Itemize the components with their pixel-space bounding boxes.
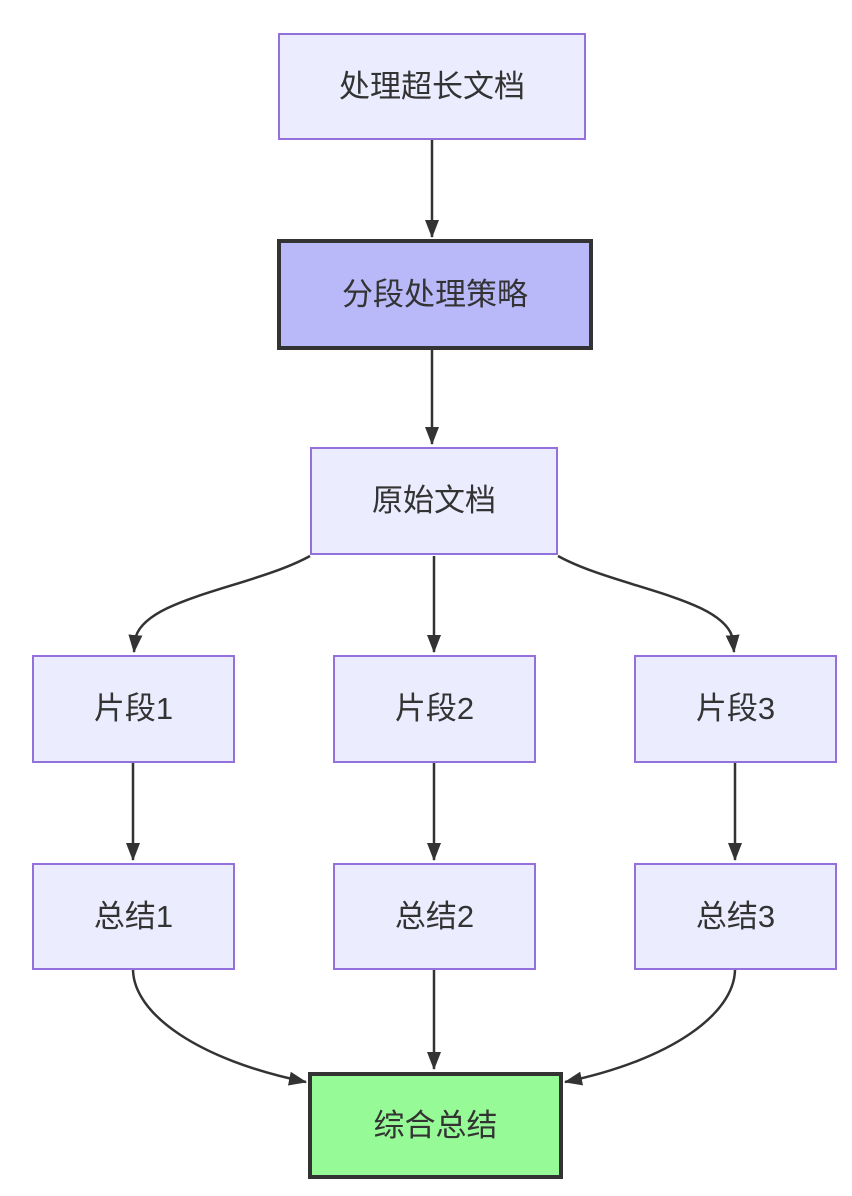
- node-original-doc: 原始文档: [310, 447, 558, 555]
- node-fragment-2-label: 片段2: [394, 691, 475, 727]
- node-summary-1-label: 总结1: [93, 898, 174, 934]
- node-summary-2: 总结2: [333, 863, 536, 970]
- node-summary-3-label: 总结3: [695, 898, 776, 934]
- node-segmentation-strategy-label: 分段处理策略: [342, 276, 528, 312]
- node-summary-1: 总结1: [32, 863, 235, 970]
- edge-summary1-to-final: [131, 969, 307, 1086]
- edge-source-to-chunk1: [128, 554, 311, 653]
- node-process-long-doc-label: 处理超长文档: [339, 68, 525, 104]
- node-fragment-2: 片段2: [333, 655, 536, 763]
- node-fragment-1-label: 片段1: [93, 691, 174, 727]
- node-final-summary-label: 综合总结: [373, 1107, 498, 1143]
- node-process-long-doc: 处理超长文档: [278, 33, 586, 140]
- edge-summary3-to-final: [564, 969, 737, 1086]
- node-segmentation-strategy: 分段处理策略: [277, 239, 593, 350]
- node-summary-3: 总结3: [634, 863, 837, 970]
- node-summary-2-label: 总结2: [394, 898, 475, 934]
- node-fragment-3-label: 片段3: [695, 691, 776, 727]
- node-fragment-1: 片段1: [32, 655, 235, 763]
- node-original-doc-label: 原始文档: [372, 483, 496, 519]
- edge-source-to-chunk3: [557, 554, 740, 653]
- node-final-summary: 综合总结: [308, 1072, 563, 1179]
- node-fragment-3: 片段3: [634, 655, 837, 763]
